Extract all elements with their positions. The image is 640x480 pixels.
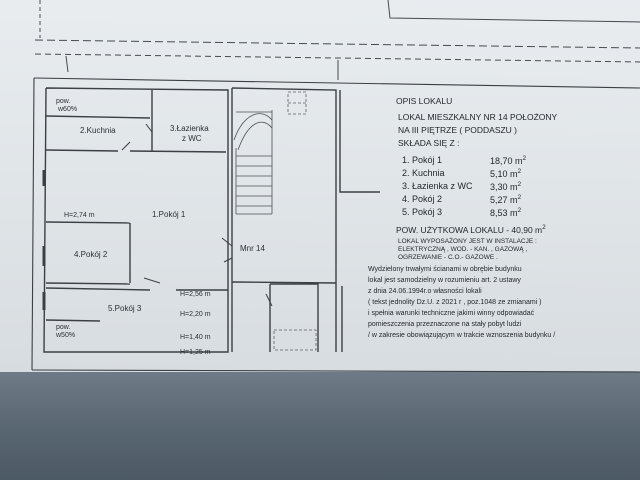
height-140: H=1,40 m — [180, 334, 211, 341]
title-line2: LOKAL MIESZKALNY NR 14 POŁOŻONY — [398, 112, 558, 122]
room-area: 18,70 m2 — [490, 155, 527, 166]
room-area: 8,53 m2 — [490, 207, 522, 218]
frame-left — [31, 77, 35, 371]
equipment-line2: ELEKTRYCZNĄ , WOD. - KAN. , GAZOWĄ , — [398, 246, 528, 253]
table-surface — [0, 372, 640, 480]
stairs — [233, 110, 273, 215]
apartment-number-label: Mnr 14 — [240, 244, 265, 253]
equipment-line1: LOKAL WYPOSAŻONY JEST W INSTALACJE : — [398, 238, 537, 245]
legal-line: i spełnia warunki techniczne jakimi winn… — [368, 310, 535, 317]
height-125: H=1,25 m — [180, 349, 211, 356]
room-area: 5,10 m2 — [490, 168, 522, 179]
lazienka-wc-label: z WC — [182, 134, 202, 143]
pow-top-percent: w60% — [58, 106, 78, 113]
pow-bottom-percent: w50% — [56, 332, 76, 339]
equipment-line3: OGRZEWANIE - C.O.- GAZOWE . — [398, 254, 498, 261]
room-area: 3,30 m2 — [490, 181, 522, 192]
total-area: POW. UŻYTKOWA LOKALU - 40,90 m2 — [396, 224, 546, 235]
title-line1: OPIS LOKALU — [396, 96, 453, 106]
pow-top-label: pow. — [56, 98, 71, 105]
title-line4: SKŁADA SIĘ Z : — [398, 138, 460, 148]
room-name: 1. Pokój 1 — [402, 155, 443, 165]
room-area: 5,27 m2 — [490, 194, 522, 205]
height-274: H=2,74 m — [64, 212, 95, 219]
legal-line: Wydzielony trwałymi ścianami w obrębie b… — [368, 266, 522, 273]
title-line3: NA III PIĘTRZE ( PODDASZU ) — [398, 125, 518, 135]
pokoj1-label: 1.Pokój 1 — [152, 210, 186, 219]
legal-line: z dnia 24.06.1994r.o własności lokali — [368, 288, 482, 295]
legal-line: ( tekst jednolity Dz.U. z 2021 r , poz.1… — [368, 299, 542, 306]
frame-top — [33, 77, 640, 89]
pokoj3-label: 5.Pokój 3 — [108, 304, 142, 313]
legal-line: pomieszczenia przeznaczone na stały poby… — [368, 321, 522, 328]
lazienka-label: 3.Łazienka — [170, 124, 209, 133]
frame-bottom — [31, 369, 640, 373]
kuchnia-label: 2.Kuchnia — [80, 126, 116, 135]
pokoj2-label: 4.Pokój 2 — [74, 250, 108, 259]
room-name: 5. Pokój 3 — [402, 207, 443, 217]
top-frame-line — [387, 0, 640, 23]
room-name: 2. Kuchnia — [402, 168, 445, 178]
height-256: H=2,56 m — [180, 291, 211, 298]
height-220: H=2,20 m — [180, 311, 211, 318]
room-name: 4. Pokój 2 — [402, 194, 443, 204]
legal-line: / w zakresie obowiązującym w trakcie wzn… — [368, 332, 556, 339]
legal-line: lokal jest samodzielny w rozumieniu art.… — [368, 277, 521, 284]
room-name: 3. Łazienka z WC — [402, 181, 473, 191]
pow-bottom-label: pow. — [56, 324, 71, 331]
